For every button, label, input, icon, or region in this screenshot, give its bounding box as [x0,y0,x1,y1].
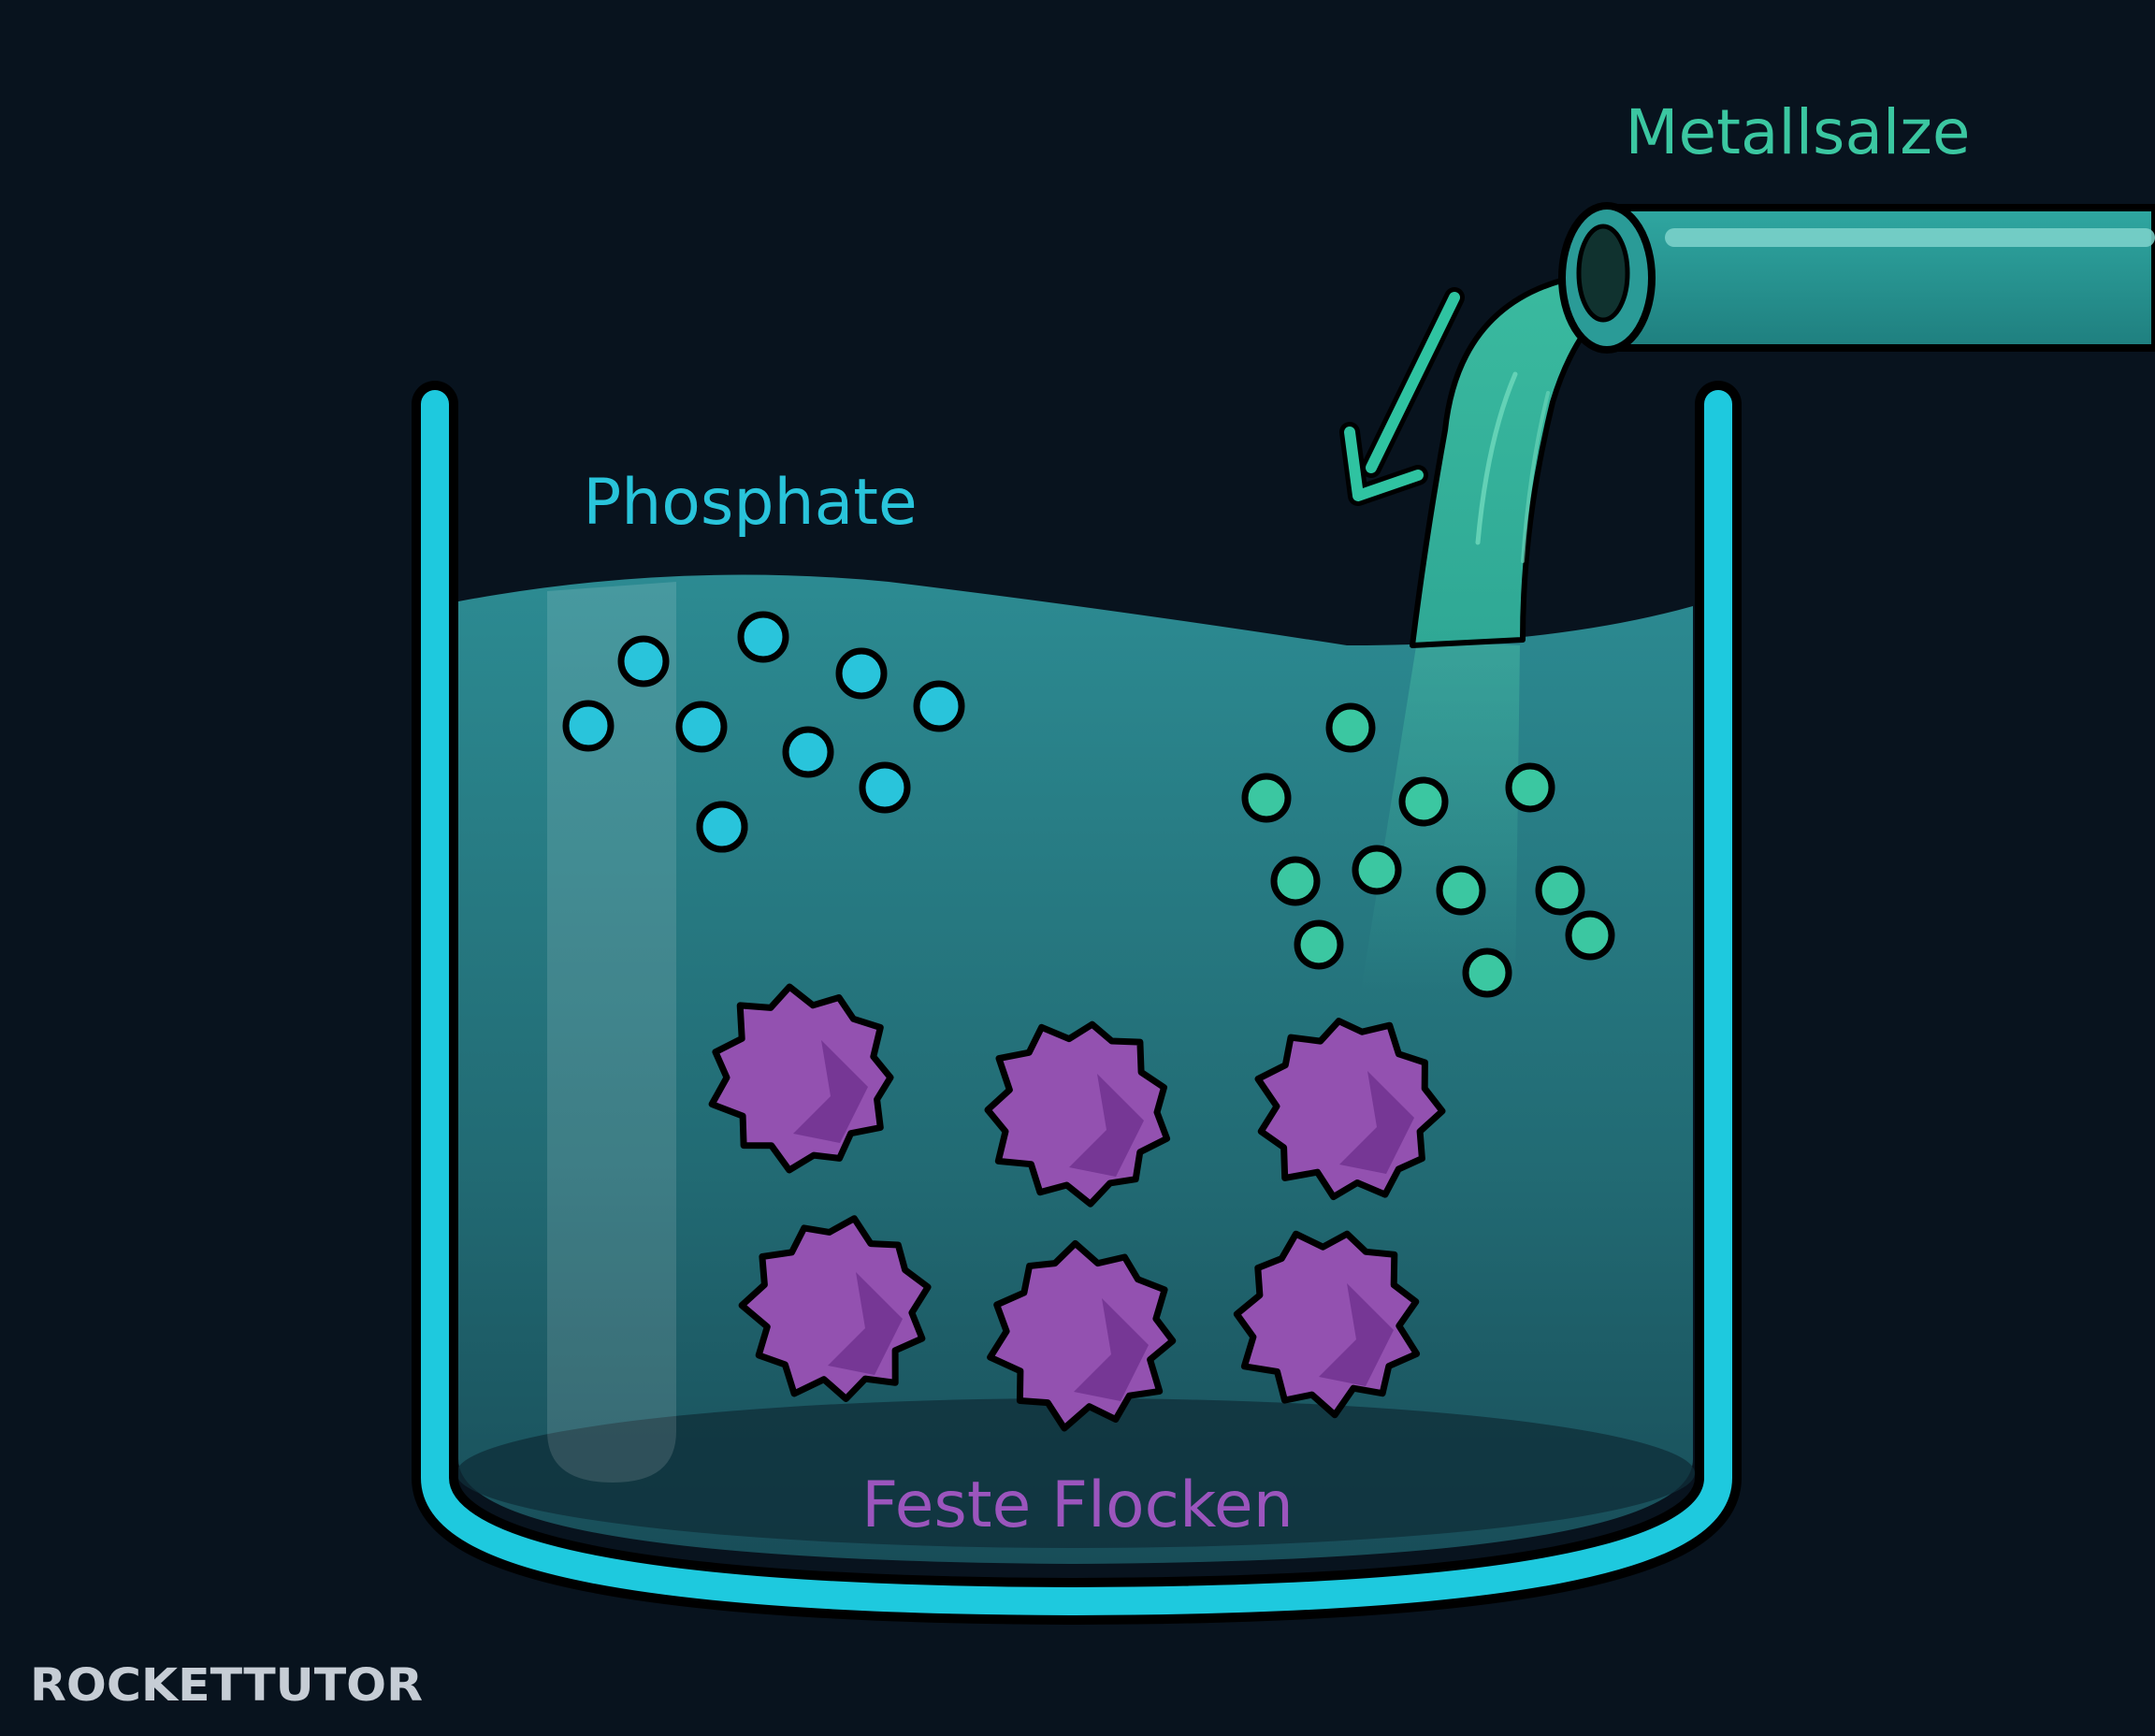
metal-salt-particle [1270,856,1321,906]
phosphate-particle [782,726,834,778]
phosphates-label: Phosphate [583,466,918,540]
metal-salt-particle [1325,702,1376,753]
rockettutor-logo: ROCKETTUTOR [30,1659,423,1712]
metal-salts-label: Metallsalze [1626,96,1971,168]
phosphate-particle [696,801,748,853]
floc-shading [1069,1074,1144,1177]
sediment-ellipse [456,1398,1695,1548]
phosphate-particle [562,700,615,752]
floc-shading [1339,1071,1414,1174]
phosphate-particle [675,701,728,753]
phosphate-particle [617,635,670,687]
stream-highlight-2 [1521,391,1550,563]
phosphate-particle [737,611,789,663]
stream-highlight [1475,371,1518,545]
metal-salt-particle [1352,845,1402,895]
metal-salt-particle [1294,919,1344,970]
metal-salt-particle [1241,773,1292,823]
vessel-outline-cyan [421,390,1732,1615]
metal-salt-particles [1241,702,1615,998]
metal-salt-stream [1410,273,1649,648]
floc-shading [793,1040,868,1143]
floc-shading [1074,1298,1149,1401]
solid-flocs [708,983,1446,1432]
metal-salt-particle [1436,865,1486,916]
floc-shading [1319,1283,1394,1386]
phosphate-particle [835,647,888,700]
pipe-opening [1576,224,1630,323]
solid-flocs-label: Feste Flocken [861,1468,1294,1542]
pipe-highlight [1665,228,2155,247]
metal-salt-particle [1462,948,1512,998]
phosphate-particle [859,761,911,814]
glass-reflection [547,582,676,1483]
pour-direction-arrow [1339,287,1465,506]
metal-salt-particle [1398,776,1449,827]
floc-shading [828,1272,903,1375]
metal-salt-particle [1505,762,1555,813]
phosphate-particle [913,680,965,732]
phosphate-particles [562,611,965,853]
metal-salt-particle [1535,865,1585,916]
metal-salt-particle [1565,910,1615,961]
